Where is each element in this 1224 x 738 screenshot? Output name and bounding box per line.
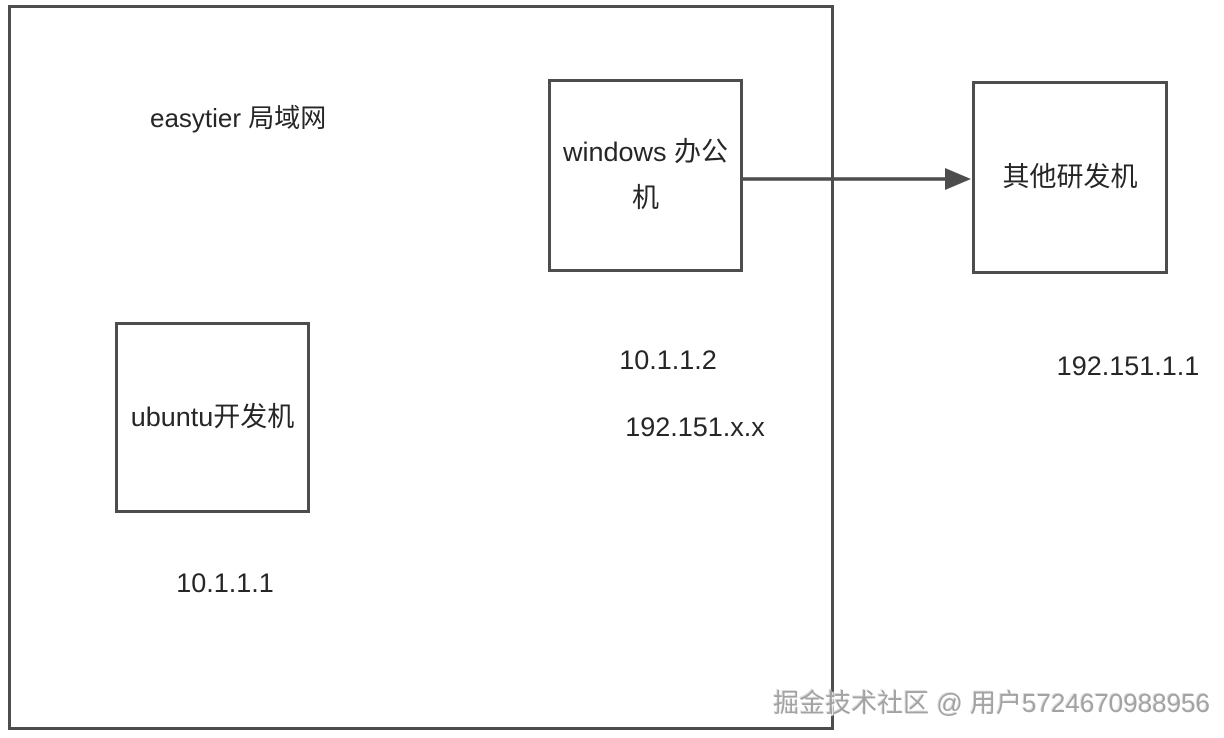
node-windows: windows 办公机 xyxy=(548,79,743,272)
watermark: 掘金技术社区 @ 用户5724670988956 xyxy=(773,688,1210,718)
node-ubuntu-label: ubuntu开发机 xyxy=(130,401,295,432)
ip-label-other: 192.151.1.1 xyxy=(1056,351,1200,381)
arrow-head-icon xyxy=(945,168,971,190)
ip-label-windows-lan: 192.151.x.x xyxy=(625,412,765,442)
lan-boundary-box xyxy=(8,5,834,730)
ip-label-windows-overlay: 10.1.1.2 xyxy=(619,345,717,375)
lan-label: easytier 局域网 xyxy=(150,103,327,133)
ip-label-ubuntu: 10.1.1.1 xyxy=(176,568,274,598)
node-windows-label: windows 办公机 xyxy=(562,136,729,213)
node-other-label: 其他研发机 xyxy=(1002,161,1138,192)
node-other: 其他研发机 xyxy=(972,81,1168,274)
node-ubuntu: ubuntu开发机 xyxy=(115,322,310,513)
